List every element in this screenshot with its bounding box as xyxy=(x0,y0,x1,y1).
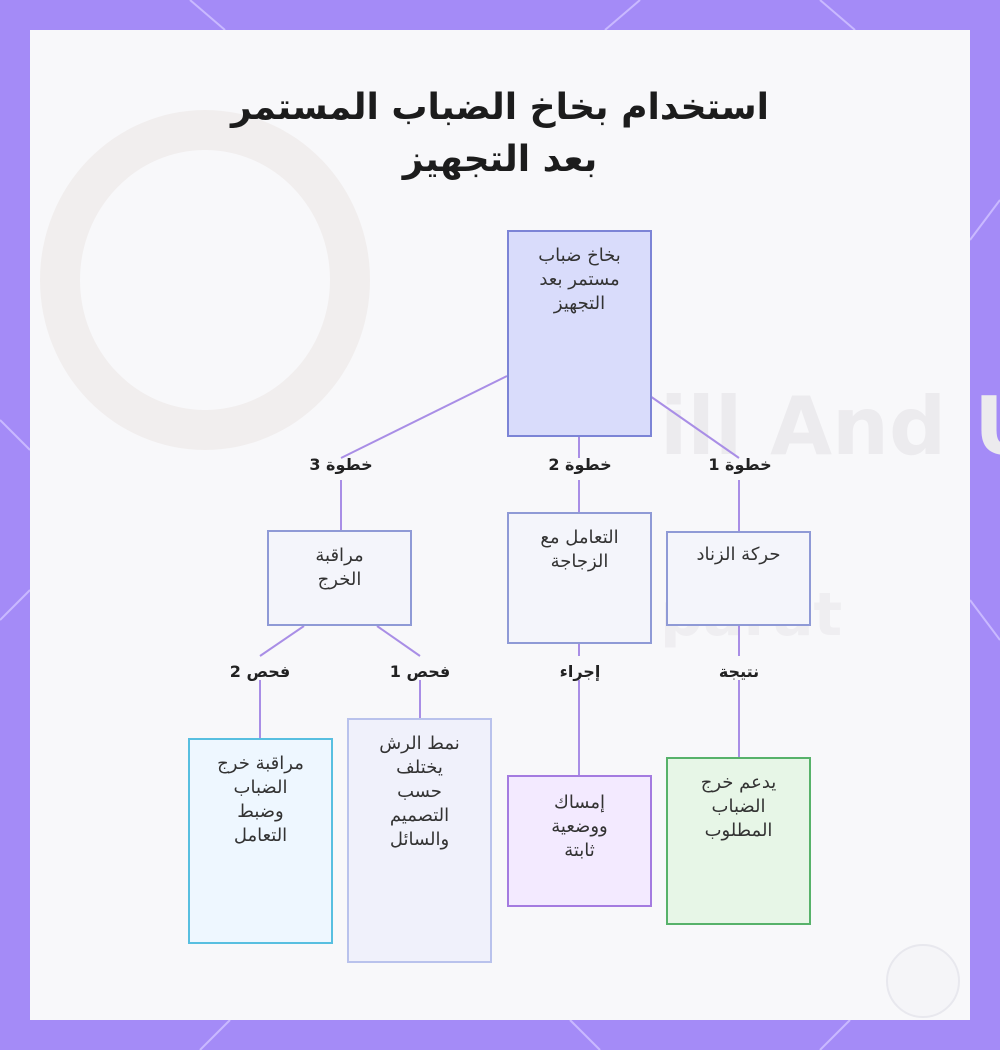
edge-label-check2: فحص 2 xyxy=(229,662,291,681)
edge-label-action: إجراء xyxy=(559,662,601,681)
connector-line xyxy=(340,375,508,459)
watermark-badge-icon xyxy=(886,944,960,1018)
node-desired-output: يدعم خرج الضباب المطلوب xyxy=(666,757,811,925)
connector-line xyxy=(376,625,421,657)
edge-label-step2: خطوة 2 xyxy=(548,455,612,474)
title-line-1: استخدام بخاخ الضباب المستمر xyxy=(231,87,769,128)
node-trigger-movement: حركة الزناد xyxy=(666,531,811,626)
watermark-text: ill And U xyxy=(660,380,1000,473)
connector-line xyxy=(259,625,305,657)
node-stable-grip: إمساك ووضعية ثابتة xyxy=(507,775,652,907)
node-adjust-handling: مراقبة خرج الضباب وضبط التعامل xyxy=(188,738,333,944)
page-title: استخدام بخاخ الضباب المستمر بعد التجهيز xyxy=(200,82,800,186)
connector-line xyxy=(649,395,740,459)
node-bottle-handling: التعامل مع الزجاجة xyxy=(507,512,652,644)
node-output-monitoring: مراقبة الخرج xyxy=(267,530,412,626)
node-root: بخاخ ضباب مستمر بعد التجهيز xyxy=(507,230,652,437)
edge-label-check1: فحص 1 xyxy=(389,662,451,681)
edge-label-step3: خطوة 3 xyxy=(309,455,373,474)
title-line-2: بعد التجهيز xyxy=(402,139,598,180)
edge-label-step1: خطوة 1 xyxy=(708,455,772,474)
edge-label-result: نتيجة xyxy=(718,662,760,681)
node-spray-pattern: نمط الرش يختلف حسب التصميم والسائل xyxy=(347,718,492,963)
